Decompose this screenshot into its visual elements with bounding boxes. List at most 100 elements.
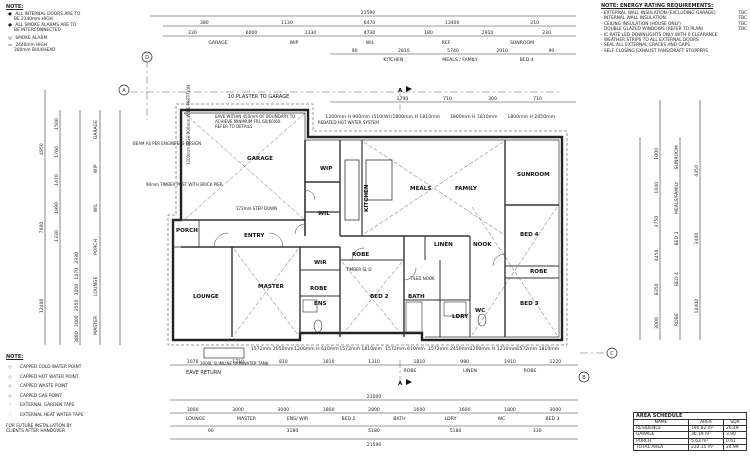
dim-right-label: MEALS/FAMILY <box>674 181 680 214</box>
legend-item: ◦EXTERNAL HEAT WATER TAPS <box>6 411 84 421</box>
room-ldry: LDRY <box>452 314 469 320</box>
dim-right-label: SUNROOM <box>674 145 680 169</box>
room-bed-2: BED 2 <box>370 294 389 300</box>
room-meals: MEALS <box>410 186 431 192</box>
energy-item: - EXTERNAL WALL INSULATION (EXCLUDING GA… <box>601 11 747 16</box>
area-schedule-title: AREA SCHEDULE <box>633 412 747 419</box>
room-master: MASTER <box>258 284 285 290</box>
dim-bottom-2-label: BED 3 <box>546 416 560 422</box>
note-item: ▭ 2440mm HIGH <box>7 43 48 49</box>
dim-bottom-2-label: BATH <box>393 416 405 422</box>
dim-left-label: MASTER <box>93 315 99 335</box>
dim-window-top: 1790 <box>397 96 409 102</box>
room-wc: WC <box>475 308 485 314</box>
dim-left-1: 1470 <box>54 174 60 186</box>
dim-bottom-1: 1810 <box>413 359 425 365</box>
annotation-step-down: 172mm STEP DOWN <box>236 206 277 211</box>
bullet-icon: ● <box>8 22 12 28</box>
window-label-bottom: 1572mm 2450mm <box>428 346 471 352</box>
room-lounge: LOUNGE <box>193 294 219 300</box>
dim-right-2: 4450 <box>654 250 660 262</box>
window-label-bottom: 1572mm 1810mm <box>516 346 559 352</box>
dim-left-3: 3400 <box>74 284 80 296</box>
room-wip: WIP <box>320 166 332 172</box>
legend-item: ◇CAPPED WASTE POINT <box>6 382 83 392</box>
energy-item-text: - EXTERNAL WALL INSULATION (EXCLUDING GA… <box>601 11 716 16</box>
legend-symbol-icon: ◦ <box>8 403 12 408</box>
annotation-eave-3: REFER TO DETAILS <box>215 124 253 129</box>
dim-bottom-2: 1800 <box>323 407 335 413</box>
legend-text: CAPPED COLD WATER POINT <box>20 365 82 370</box>
footer-line: FOR FUTURE INSTALLATION BY <box>6 424 72 429</box>
dim-left-label: PORCH <box>93 239 99 255</box>
legend-text: CAPPED GAS POINT <box>20 393 62 399</box>
dim-bottom-2: 2800 <box>368 407 380 413</box>
dim-top-1: 210 <box>530 20 539 26</box>
dim-left-2: 4950 <box>39 143 45 155</box>
legend-symbol-icon: ◇ <box>8 374 12 380</box>
dim-bottom-2: 1600 <box>459 407 471 413</box>
window-label-top: 1800mm H 2050mm <box>507 114 555 120</box>
window-label-bottom: 1572mm 1810mm <box>339 346 382 352</box>
dim-left-1: 1760 <box>54 146 60 158</box>
dim-left-3: 3880 <box>74 331 80 343</box>
energy-item: - SEAL ALL EXTERNAL CRACKS AND GAPS <box>601 43 747 48</box>
room-nook: NOOK <box>473 242 492 248</box>
dim-top-3: 5740 <box>447 48 459 54</box>
window-label-bottom: 1572mm 2050mm <box>251 346 294 352</box>
dim-left-label: WIP <box>93 164 99 173</box>
dim-window-top: 300 <box>488 96 497 102</box>
energy-item-text: - IC RATE LED DOWNLIGHTS ONLY WITH 0 CLE… <box>601 32 718 38</box>
smoke-alarm-icon: ◎ <box>8 35 12 41</box>
window-label-bottom: 1200mm H 610mm <box>294 346 339 352</box>
legend-item: ◇CAPPED COLD WATER POINT <box>6 363 83 373</box>
window-label-bottom: 1572mm 610mm <box>385 346 425 352</box>
dim-bottom-1: 1810 <box>323 359 335 365</box>
room-robe-1: ROBE <box>352 252 369 258</box>
annotation-timber-post: 90mm TIMBER POST WITH BRICK PIER <box>146 182 223 187</box>
svg-text:D: D <box>145 55 149 61</box>
dim-right-label: ROBE <box>674 313 680 326</box>
dim-bottom-1: 1710 <box>232 359 244 365</box>
energy-item: - IC RATE LED DOWNLIGHTS ONLY WITH 0 CLE… <box>601 33 747 38</box>
dim-right-2: 3000 <box>654 317 660 329</box>
dim-right-1: 4350 <box>694 165 700 177</box>
dim-bottom-2: 3000 <box>187 407 199 413</box>
dim-bottom-2-label: BED 2 <box>342 416 356 422</box>
dim-right-1: 12400 <box>694 299 700 314</box>
dim-bottom-2-label: WC <box>498 416 506 422</box>
grid-marker-b: B <box>578 371 590 383</box>
energy-title: NOTE: ENERGY RATING REQUIREMENTS: <box>601 3 714 9</box>
dim-top-3: 2910 <box>496 48 508 54</box>
dim-bottom-2-label: LDRY <box>445 416 457 422</box>
annotation-partition: 1200mm HIGH 900mm WIDE PARTITION <box>186 85 191 165</box>
note-item: 300mm BULKHEAD <box>14 48 56 54</box>
room-bath: BATH <box>408 294 425 300</box>
notes-bottom-list: ◇CAPPED COLD WATER POINT◇CAPPED HOT WATE… <box>6 363 83 420</box>
dim-left-3: 2330 <box>74 252 80 264</box>
room-kitchen: KITCHEN <box>364 184 370 212</box>
annotation-eave-1: EAVE WITHIN 450mm OF BOUNDARY TO <box>215 114 295 119</box>
annotation-eave-2: ACHIEVE MINIMUM FRL 60/60/60. <box>215 119 281 124</box>
svg-text:B: B <box>582 375 586 381</box>
dim-right-label: BED 3 <box>674 231 680 245</box>
dim-left-label: LOUNGE <box>93 277 99 296</box>
legend-symbol-icon: ◇ <box>8 393 12 399</box>
bullet-icon: ● <box>8 12 12 17</box>
dim-window-top: 710 <box>533 96 542 102</box>
dim-top-2: 6000 <box>246 30 258 36</box>
dim-bottom-2: 1600 <box>413 407 425 413</box>
dim-left-3: 3000 <box>74 315 80 327</box>
notes-top-title: NOTE: <box>6 4 24 10</box>
dim-top-2-label: SUNROOM <box>510 40 534 46</box>
dim-bottom-2: 3000 <box>277 407 289 413</box>
note-item: BE INTERCONNECTED <box>14 28 61 34</box>
window-label-top: 1800mm H 1810mm <box>392 114 440 120</box>
dim-top-2-label: GARAGE <box>208 40 227 46</box>
dim-bottom-inner: 21000 <box>367 394 382 400</box>
dim-left-2: 12400 <box>39 298 45 313</box>
dim-bottom-1-label: ROBE <box>524 368 537 374</box>
dim-top-overall: 21590 <box>361 10 376 16</box>
energy-item-text: - SELF CLOSING EXHAUST FANS/DRAFT STOPPE… <box>601 48 709 54</box>
dim-bottom-1-label: ROBE <box>404 368 417 374</box>
